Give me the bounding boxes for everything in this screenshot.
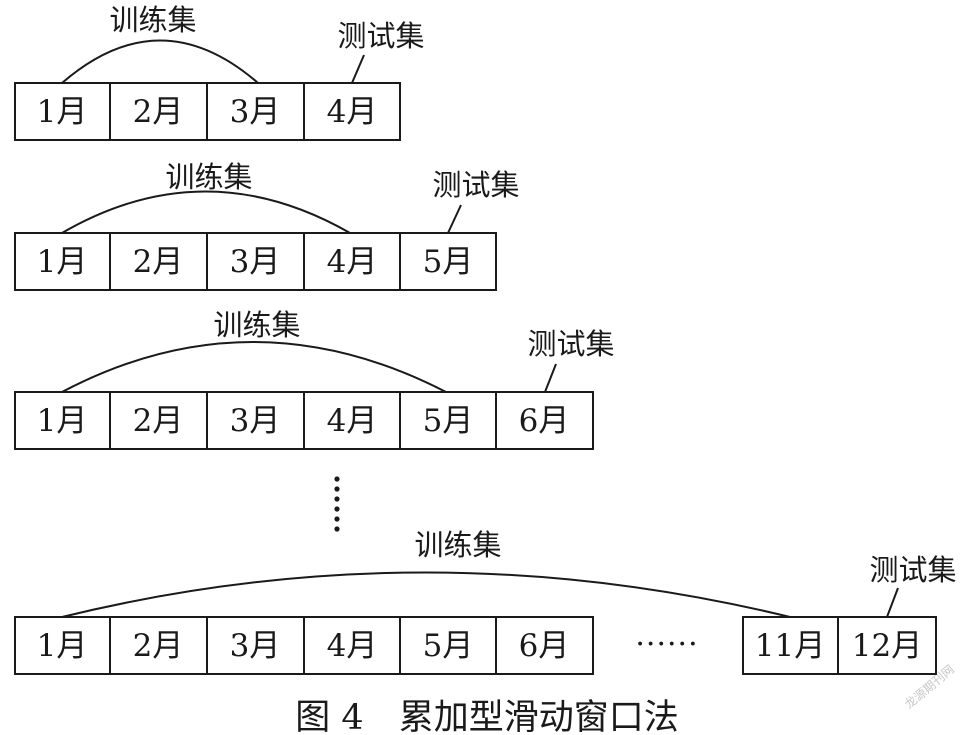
month-cell: 4月 [303, 391, 401, 450]
month-cell: 1月 [14, 82, 111, 141]
month-cell: 3月 [206, 616, 305, 675]
svg-text:11月: 11月 [755, 628, 825, 664]
svg-text:5月: 5月 [423, 244, 474, 280]
train-arc-2 [61, 190, 351, 234]
month-cell: 11月 [742, 616, 839, 675]
test-leader-1 [351, 54, 365, 84]
svg-text:3月: 3月 [230, 244, 281, 280]
test-label-2: 测试集 [432, 168, 519, 202]
svg-text:6月: 6月 [519, 628, 570, 664]
month-cell: 5月 [399, 616, 497, 675]
svg-text:3月: 3月 [230, 403, 281, 439]
svg-text:4月: 4月 [327, 628, 378, 664]
svg-text:5月: 5月 [423, 403, 474, 439]
svg-text:4月: 4月 [327, 403, 378, 439]
train-label-3: 训练集 [213, 308, 300, 342]
train-label-4: 训练集 [414, 528, 501, 562]
test-label-4: 测试集 [869, 553, 956, 587]
svg-text:1月: 1月 [37, 244, 88, 280]
train-arc-3 [61, 341, 447, 393]
svg-text:1月: 1月 [37, 628, 88, 664]
month-cell: 4月 [303, 232, 401, 291]
train-arc-1 [61, 39, 259, 84]
vertical-ellipsis [334, 476, 340, 532]
test-label-3: 测试集 [527, 327, 614, 361]
month-cell: 3月 [206, 82, 305, 141]
svg-text:2月: 2月 [133, 94, 184, 130]
month-cell: 6月 [495, 391, 594, 450]
test-leader-3 [544, 363, 557, 393]
svg-text:3月: 3月 [230, 94, 281, 130]
test-label-1: 测试集 [337, 19, 424, 53]
window-row-4: 训练集 测试集 1月 2月 3月 4月 5月 6月 ······ [14, 528, 957, 675]
window-row-2: 训练集 测试集 1月 2月 3月 4月 5月 [14, 160, 520, 291]
svg-text:4月: 4月 [327, 94, 378, 130]
window-row-3: 训练集 测试集 1月 2月 3月 4月 5月 6月 [14, 308, 615, 450]
month-cell: 5月 [399, 391, 497, 450]
svg-text:1月: 1月 [37, 94, 88, 130]
month-cell: 1月 [14, 391, 111, 450]
month-cell: 2月 [109, 391, 208, 450]
month-cell: 3月 [206, 391, 305, 450]
month-cell: 2月 [109, 616, 208, 675]
month-cell: 4月 [303, 82, 401, 141]
horizontal-ellipsis: ······ [635, 627, 698, 662]
month-cell: 3月 [206, 232, 305, 291]
svg-text:12月: 12月 [852, 628, 922, 664]
window-row-1: 训练集 测试集 1月 2月 3月 4月 [14, 3, 425, 141]
month-cell: 2月 [109, 232, 208, 291]
test-leader-2 [447, 204, 462, 234]
month-cell: 5月 [399, 232, 497, 291]
svg-text:2月: 2月 [133, 244, 184, 280]
month-cell: 4月 [303, 616, 401, 675]
month-cell: 1月 [14, 232, 111, 291]
svg-text:3月: 3月 [230, 628, 281, 664]
month-cell: 12月 [837, 616, 937, 675]
svg-text:2月: 2月 [133, 628, 184, 664]
svg-text:5月: 5月 [423, 628, 474, 664]
month-cell: 6月 [495, 616, 594, 675]
svg-text:1月: 1月 [37, 403, 88, 439]
train-arc-4 [61, 571, 791, 618]
train-label-1: 训练集 [109, 3, 196, 37]
svg-text:6月: 6月 [519, 403, 570, 439]
month-cell: 1月 [14, 616, 111, 675]
svg-text:4月: 4月 [327, 244, 378, 280]
month-cell: 2月 [109, 82, 208, 141]
test-leader-4 [886, 587, 899, 618]
train-label-2: 训练集 [165, 160, 252, 194]
figure-caption: 图 4 累加型滑动窗口法 [295, 698, 678, 735]
svg-text:2月: 2月 [133, 403, 184, 439]
